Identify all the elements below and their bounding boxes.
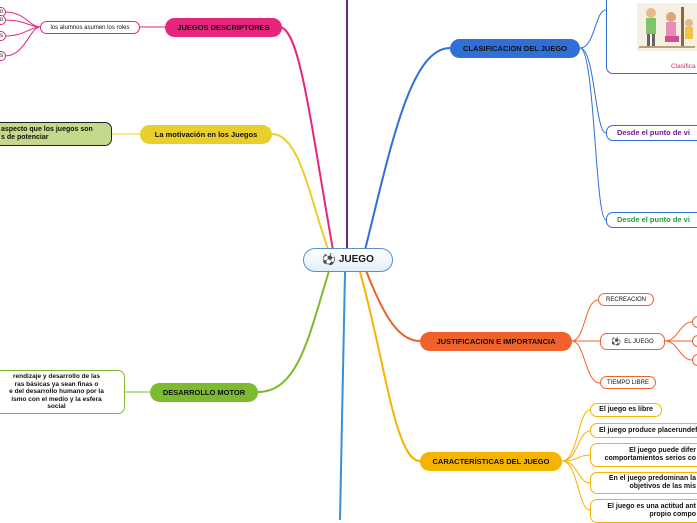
node-label: rendizaje y desarrollo de las ras básica…: [9, 373, 104, 411]
leaf-descriptor-3[interactable]: s: [0, 31, 6, 41]
node-label: RECREACION: [605, 296, 646, 303]
children-illustration-icon: [637, 3, 697, 51]
node-juego-libre[interactable]: El juego es libre: [590, 403, 662, 417]
branch-clasificacion[interactable]: CLASIFICACION DEL JUEGO: [450, 39, 580, 58]
node-label: Desde el punto de vi: [617, 215, 690, 224]
central-topic[interactable]: ⚽ JUEGO: [303, 248, 393, 272]
node-recreacion[interactable]: RECREACION: [598, 293, 654, 306]
node-label: El juego es una actitud ant propio compo: [607, 503, 696, 518]
branch-label: CARACTERÍSTICAS DEL JUEGO: [432, 456, 550, 466]
node-label: El juego es libre: [599, 406, 653, 413]
branch-label: JUEGOS DESCRIPTORES: [177, 22, 270, 32]
branch-label: JUSTIFICACION E IMPORTANCIA: [436, 336, 556, 346]
soccer-ball-icon: ⚽: [611, 336, 622, 346]
node-el-juego[interactable]: ⚽ EL JUEGO: [600, 333, 665, 350]
node-label: los alumnos asumen los roles: [50, 24, 130, 31]
node-juego-placer[interactable]: El juego produce placerundef: [590, 423, 697, 438]
leaf-el-juego-1[interactable]: [692, 316, 697, 328]
node-label: El juego produce placerundef: [599, 426, 697, 434]
node-juego-comportamientos[interactable]: El juego puede difer comportamientos ser…: [590, 443, 697, 467]
node-alumnos-roles[interactable]: los alumnos asumen los roles: [40, 21, 140, 34]
children-playing-image: [637, 3, 697, 51]
node-label: En el juego predominan la objetivos de l…: [608, 475, 696, 490]
node-label: aspecto que los juegos son s de potencia…: [1, 126, 93, 141]
node-label: El juego puede difer comportamientos ser…: [604, 447, 696, 462]
node-tiempo-libre[interactable]: TIEMPO LIBRE: [600, 376, 656, 389]
image-caption: Clasifica: [671, 62, 697, 72]
branch-caracteristicas[interactable]: CARACTERÍSTICAS DEL JUEGO: [420, 452, 562, 471]
node-clasificacion-imagen[interactable]: Clasifica: [606, 0, 697, 74]
branch-juegos-descriptores[interactable]: JUEGOS DESCRIPTORES: [165, 18, 282, 37]
node-desarrollo-motor-detalle[interactable]: rendizaje y desarrollo de las ras básica…: [0, 370, 125, 414]
leaf-descriptor-4[interactable]: s: [0, 51, 6, 61]
node-juego-actitud[interactable]: El juego es una actitud ant propio compo: [590, 499, 697, 523]
leaf-label: o: [0, 17, 3, 23]
node-punto-de-vista-2[interactable]: Desde el punto de vi: [606, 212, 697, 228]
leaf-label: o: [0, 9, 3, 15]
branch-justificacion[interactable]: JUSTIFICACION E IMPORTANCIA: [420, 332, 572, 351]
branch-motivacion[interactable]: La motivación en los Juegos: [140, 125, 272, 144]
leaf-descriptor-2[interactable]: o: [0, 15, 6, 25]
leaf-el-juego-3[interactable]: [692, 354, 697, 366]
node-label: Desde el punto de vi: [617, 128, 690, 137]
branch-desarrollo-motor[interactable]: DESARROLLO MOTOR: [150, 383, 258, 402]
branch-label: DESARROLLO MOTOR: [162, 387, 246, 397]
leaf-label: s: [0, 33, 3, 39]
branch-label: CLASIFICACION DEL JUEGO: [462, 43, 568, 53]
node-label: EL JUEGO: [624, 338, 654, 345]
node-label: TIEMPO LIBRE: [606, 379, 649, 386]
soccer-ball-icon: ⚽: [322, 254, 336, 266]
node-motivacion-aspecto[interactable]: aspecto que los juegos son s de potencia…: [0, 122, 112, 146]
node-juego-objetivos[interactable]: En el juego predominan la objetivos de l…: [590, 472, 697, 494]
branch-label: La motivación en los Juegos: [154, 129, 258, 139]
leaf-label: s: [0, 53, 3, 59]
caption-text: Clasifica: [671, 63, 696, 70]
node-punto-de-vista-1[interactable]: Desde el punto de vi: [606, 125, 697, 141]
central-topic-label: JUEGO: [338, 254, 374, 265]
leaf-el-juego-2[interactable]: [692, 335, 697, 347]
